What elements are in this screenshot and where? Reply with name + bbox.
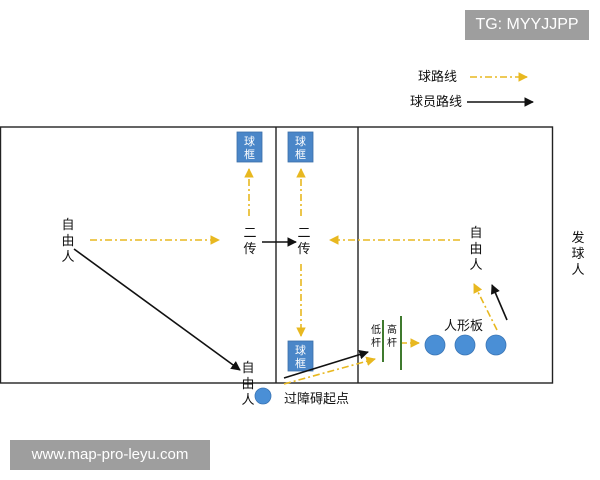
basket-char: 框 bbox=[295, 357, 306, 370]
basket-char: 框 bbox=[244, 148, 255, 161]
player-dot bbox=[454, 334, 476, 356]
high-pole-char: 高 bbox=[387, 323, 397, 336]
player-dot bbox=[424, 334, 446, 356]
low-pole-char: 低 bbox=[371, 323, 381, 336]
player-path-obstacle-to-low bbox=[283, 349, 369, 379]
free-man-char: 人 bbox=[61, 250, 74, 265]
high-pole-char: 杆 bbox=[387, 337, 397, 349]
free-man-left: 自 由 人 bbox=[61, 218, 74, 265]
ball-path-board-to-free bbox=[473, 283, 498, 331]
second-pass-char: 二 bbox=[243, 226, 256, 241]
basket-box bbox=[236, 131, 263, 163]
free-man-bottom: 自 由 人 bbox=[241, 361, 254, 408]
watermark-url: www.map-pro-leyu.com bbox=[10, 440, 210, 470]
free-man-char: 由 bbox=[241, 377, 254, 392]
server-char: 球 bbox=[571, 247, 584, 262]
basket-top-left: 球 框 bbox=[236, 131, 263, 163]
free-man-char: 由 bbox=[61, 234, 74, 249]
legend-ball-path-label: 球路线 bbox=[418, 69, 457, 85]
legend-player-path-label: 球员路线 bbox=[410, 94, 462, 110]
basket-char: 球 bbox=[244, 134, 255, 148]
free-man-right: 自 由 人 bbox=[469, 226, 482, 273]
low-pole-char: 杆 bbox=[371, 337, 381, 349]
player-paths bbox=[73, 237, 508, 379]
player-path-free-to-bottom bbox=[73, 248, 241, 371]
server: 发 球 人 bbox=[571, 230, 584, 278]
basket-char: 球 bbox=[295, 134, 306, 148]
legend: 球路线 球员路线 bbox=[410, 69, 534, 110]
obstacle-start-label: 过障碍起点 bbox=[284, 392, 349, 407]
free-man-char: 自 bbox=[61, 218, 74, 233]
free-man-char: 自 bbox=[241, 361, 254, 376]
second-pass-right: 二 传 bbox=[297, 226, 310, 257]
second-pass-char: 传 bbox=[297, 242, 310, 257]
second-pass-left: 二 传 bbox=[243, 226, 256, 257]
second-pass-char: 传 bbox=[243, 242, 256, 257]
human-board: 人形板 bbox=[424, 319, 507, 356]
second-pass-char: 二 bbox=[297, 226, 310, 241]
court bbox=[0, 126, 554, 384]
obstacle-start-dot bbox=[254, 387, 272, 405]
human-board-label: 人形板 bbox=[444, 319, 483, 334]
free-man-char: 自 bbox=[469, 226, 482, 241]
watermark-tg: TG: MYYJJPP bbox=[465, 10, 589, 40]
basket-top-right: 球 框 bbox=[287, 131, 314, 163]
server-char: 发 bbox=[571, 230, 584, 246]
poles: 低 杆 高 杆 bbox=[371, 316, 402, 370]
basket-char: 框 bbox=[295, 148, 306, 161]
player-dot bbox=[485, 334, 507, 356]
server-char: 人 bbox=[571, 263, 584, 278]
ball-path-obstacle-to-low bbox=[283, 356, 376, 385]
basket-bottom: 球 框 bbox=[287, 340, 314, 372]
basket-box bbox=[287, 131, 314, 163]
player-path-board-to-free bbox=[490, 284, 508, 321]
free-man-char: 人 bbox=[469, 258, 482, 273]
basket-char: 球 bbox=[295, 343, 306, 357]
ball-paths bbox=[90, 168, 498, 385]
basket-box bbox=[287, 340, 314, 372]
free-man-char: 由 bbox=[469, 242, 482, 257]
free-man-char: 人 bbox=[241, 393, 254, 408]
